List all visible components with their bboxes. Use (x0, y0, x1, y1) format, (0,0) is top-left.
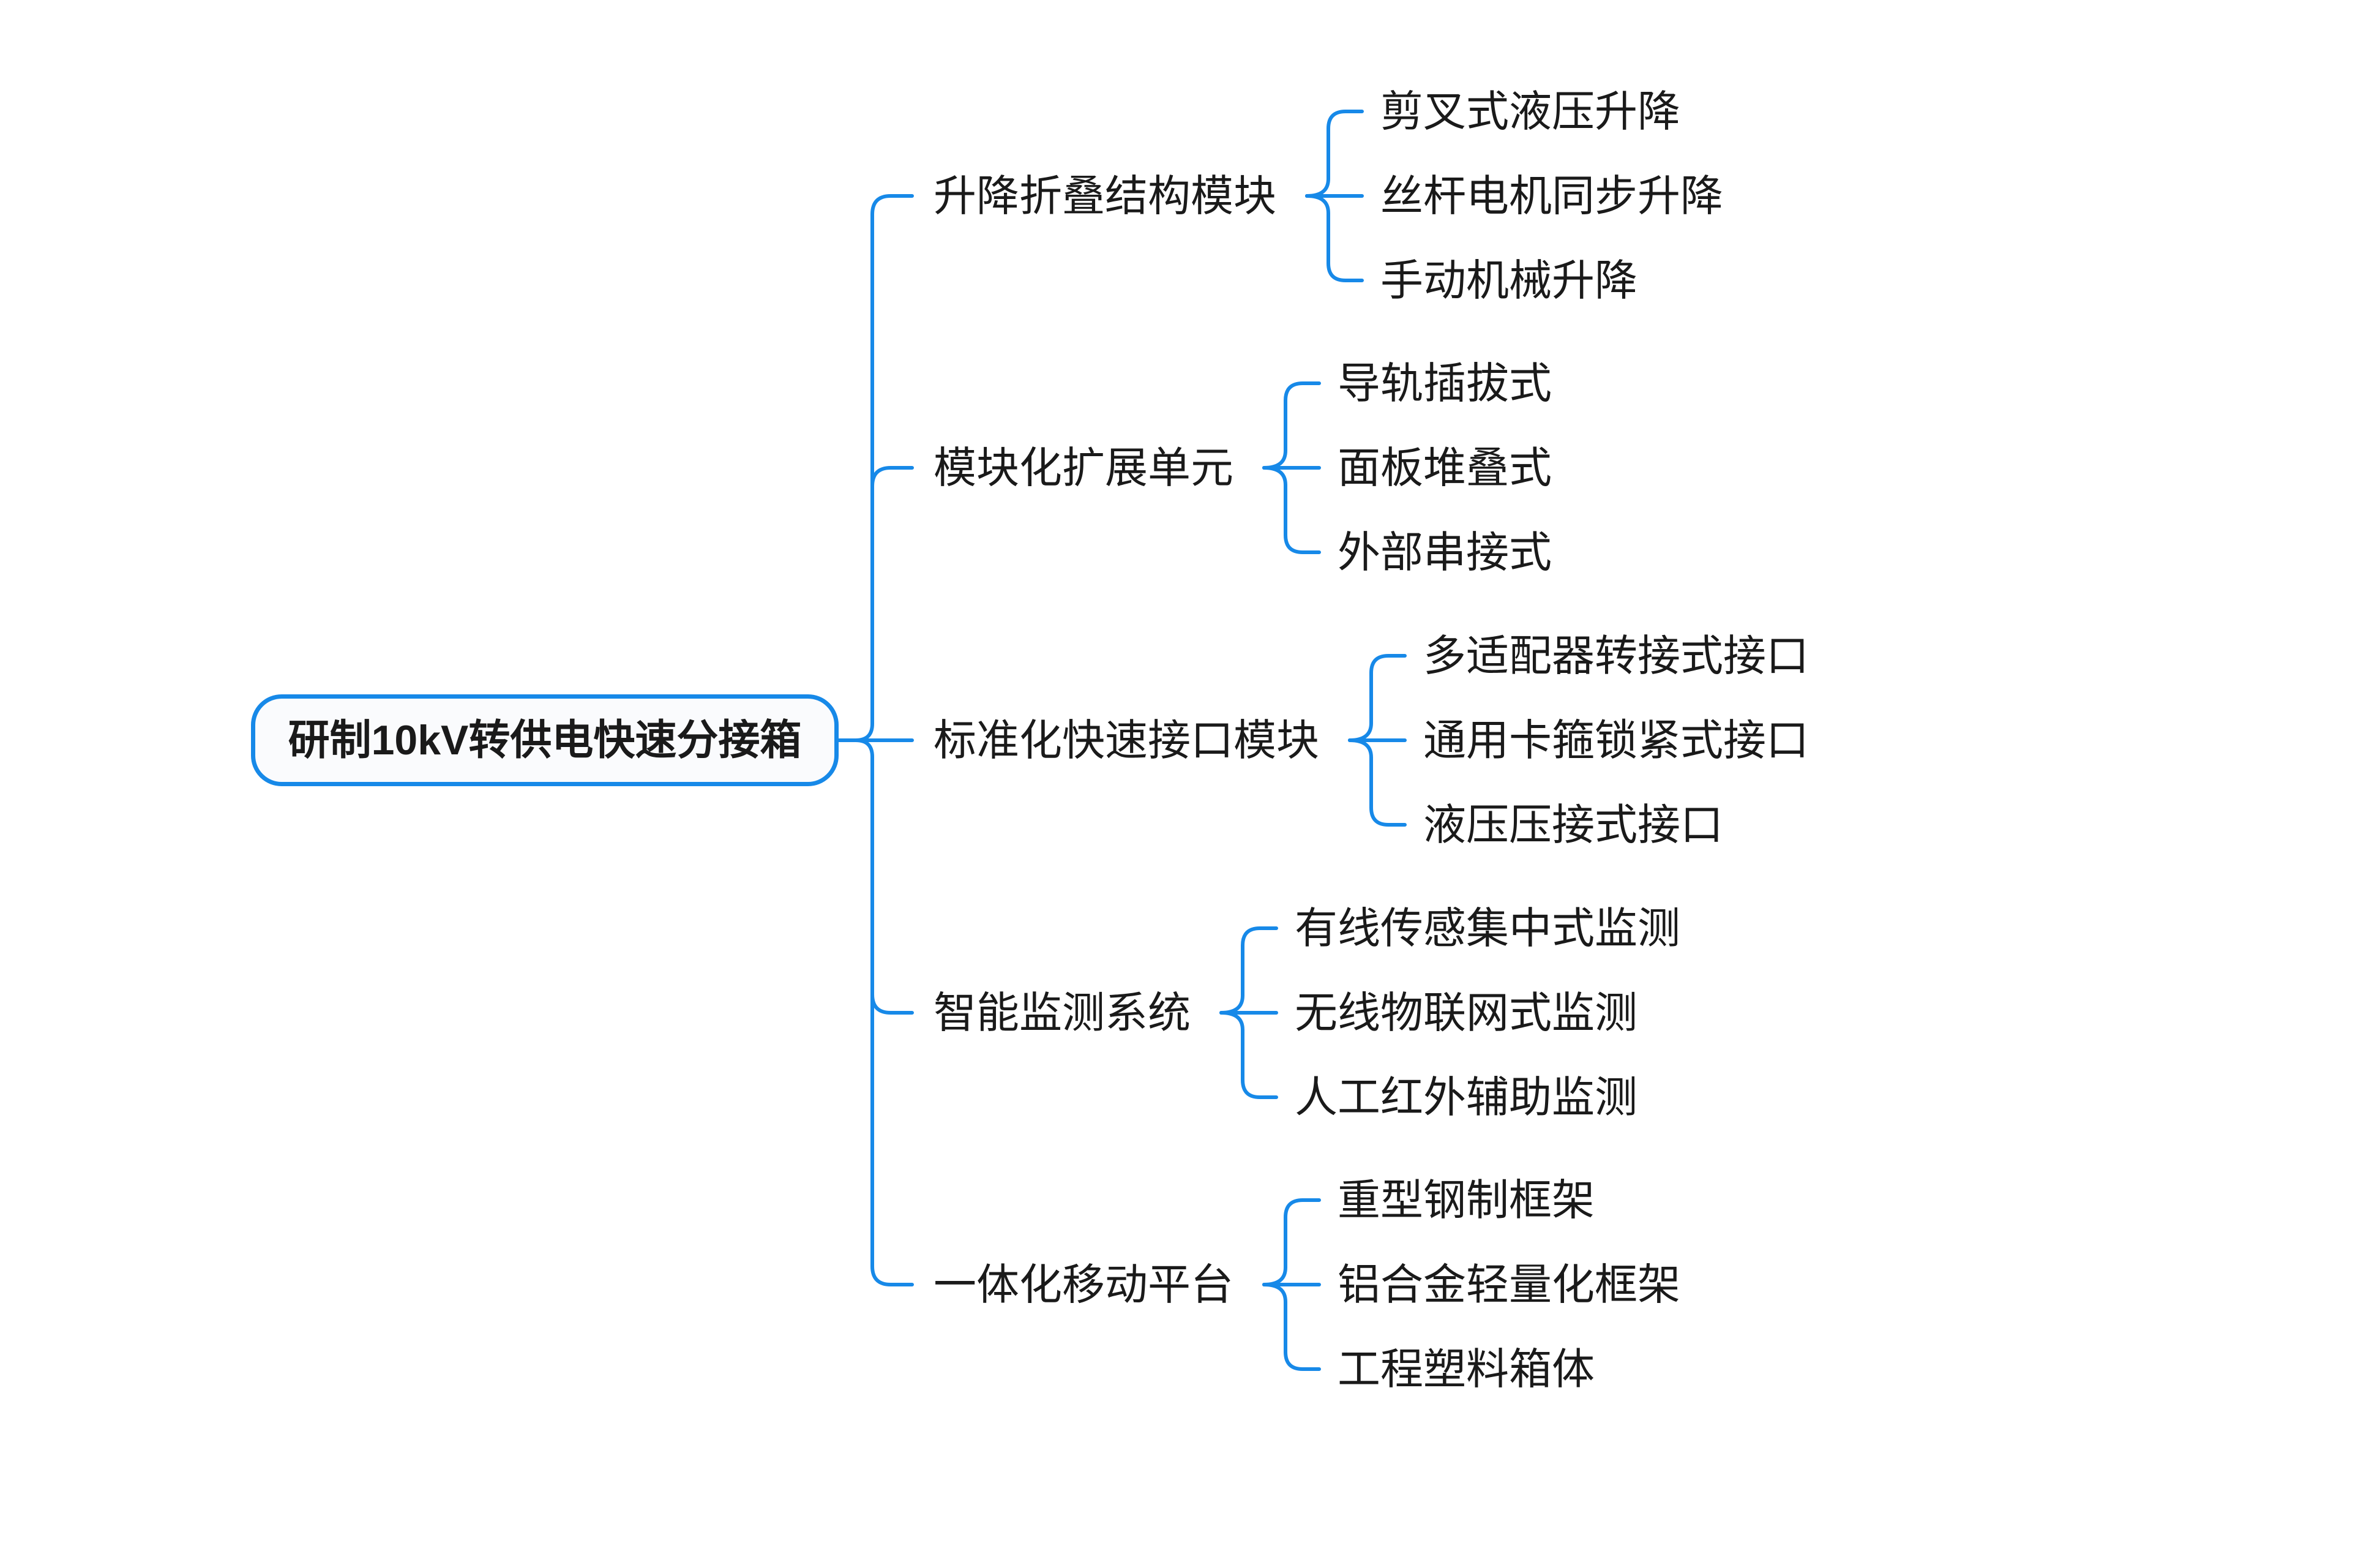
branch-node-2[interactable]: 模块化扩展单元 (934, 444, 1233, 492)
leaf-node-1-1[interactable]: 剪叉式液压升降 (1380, 88, 1680, 135)
leaf-node-2-2[interactable]: 面板堆叠式 (1338, 444, 1552, 492)
leaf-node-1-2[interactable]: 丝杆电机同步升降 (1380, 172, 1723, 220)
branch-1-brace-lower (1305, 194, 1364, 282)
branch-2-brace-lower (1262, 466, 1321, 554)
leaf-node-3-3[interactable]: 液压压接式接口 (1423, 801, 1723, 849)
leaf-node-5-3[interactable]: 工程塑料箱体 (1338, 1345, 1595, 1393)
branch-2-brace-upper (1262, 381, 1321, 470)
leaf-node-5-2[interactable]: 铝合金轻量化框架 (1338, 1261, 1680, 1308)
branch-5-brace-lower (1262, 1283, 1321, 1371)
branch-node-1[interactable]: 升降折叠结构模块 (934, 172, 1276, 220)
branch-node-5[interactable]: 一体化移动平台 (934, 1261, 1233, 1308)
leaf-node-3-1[interactable]: 多适配器转接式接口 (1423, 632, 1809, 680)
leaf-node-2-3[interactable]: 外部串接式 (1338, 528, 1552, 576)
branch-4-brace-upper (1219, 926, 1278, 1015)
branch-node-4[interactable]: 智能监测系统 (934, 989, 1191, 1037)
leaf-node-4-2[interactable]: 无线物联网式监测 (1295, 989, 1637, 1037)
leaf-node-4-1[interactable]: 有线传感集中式监测 (1295, 904, 1680, 952)
leaf-node-1-3[interactable]: 手动机械升降 (1380, 257, 1637, 304)
root-node[interactable]: 研制10kV转供电快速分接箱 (251, 694, 839, 786)
leaf-node-4-3[interactable]: 人工红外辅助监测 (1295, 1073, 1637, 1121)
branch-3-brace-lower (1348, 738, 1407, 827)
leaf-node-2-1[interactable]: 导轨插拔式 (1338, 359, 1552, 407)
branch-4-elbow-connector (870, 993, 914, 1015)
leaf-node-5-1[interactable]: 重型钢制框架 (1338, 1176, 1595, 1224)
branch-2-elbow-connector (870, 466, 914, 488)
branch-1-brace-upper (1305, 110, 1364, 198)
branch-4-brace-lower (1219, 1011, 1278, 1099)
branch-3-brace-upper (1348, 654, 1407, 742)
leaf-node-3-2[interactable]: 通用卡箍锁紧式接口 (1423, 716, 1809, 764)
branch-node-3[interactable]: 标准化快速接口模块 (934, 716, 1319, 764)
branch-5-brace-upper (1262, 1198, 1321, 1286)
